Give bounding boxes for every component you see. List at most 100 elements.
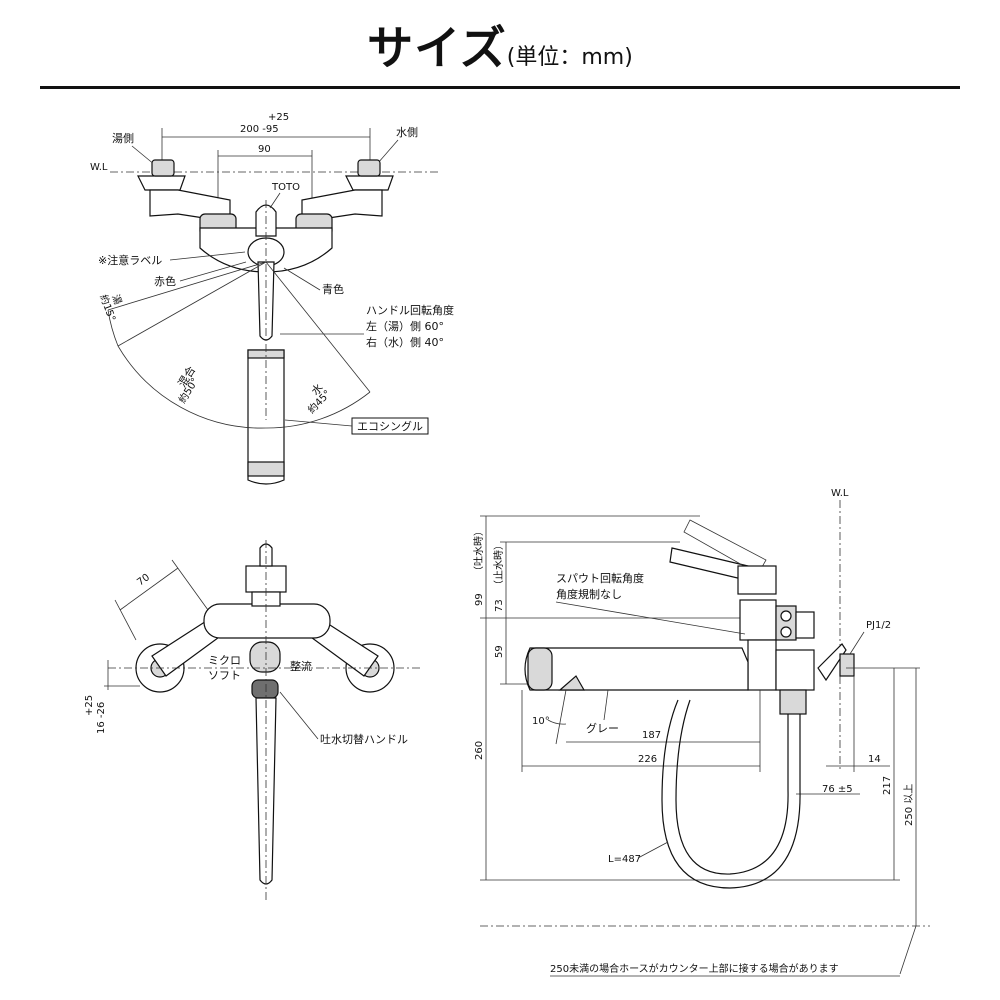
water-limit-line	[265, 261, 371, 393]
water-side-label: 水側	[396, 126, 418, 139]
spray-head	[249, 641, 281, 673]
angle-10: 10°	[532, 716, 550, 727]
hot-angle-arc	[107, 309, 119, 347]
spout-rotation-b: 角度規制なし	[556, 587, 622, 601]
side-spray-head	[527, 647, 553, 691]
tol-value: 16 -26	[96, 702, 107, 734]
dim-187: 187	[642, 730, 661, 741]
side-lower-body	[747, 639, 777, 691]
left-angle-label: 左（湯）側 60°	[366, 320, 444, 333]
top-lever-tip	[259, 543, 273, 567]
front-view: W.L +25 200 -95 90 湯側 水側 TOTO	[90, 112, 454, 485]
side-connector	[795, 611, 815, 639]
caution-label: ※注意ラベル	[98, 253, 162, 267]
angle-10-arc	[547, 719, 567, 725]
note-text: 250未満の場合ホースがカウンター上部に接する場合があります	[550, 962, 839, 975]
side-view: W.L 99 （吐水時） 73 （止水時） 59 PJ1/2	[473, 488, 930, 977]
dim-70: 70	[135, 572, 152, 588]
title-unit: (単位：mm)	[506, 45, 633, 70]
side-union-dot-a	[780, 610, 792, 622]
pj-label: PJ1/2	[866, 620, 891, 631]
dim-73: 73	[494, 599, 505, 612]
gray-label: グレー	[586, 721, 619, 735]
dim-70-ext-a	[114, 599, 137, 641]
gray-leader	[603, 689, 609, 721]
side-wall-flange	[817, 643, 847, 682]
pj-leader	[849, 631, 865, 655]
hot-side-leader	[131, 145, 156, 166]
dim-217: 217	[882, 776, 893, 795]
title-rule	[40, 86, 960, 89]
left-eccentric-nut	[151, 159, 175, 177]
blue-label: 青色	[322, 282, 344, 296]
dim-top: 200 -95	[240, 124, 279, 135]
side-valve-body	[739, 599, 777, 641]
brand-leader	[269, 192, 281, 209]
spout-rotation-a: スパウト回転角度	[556, 571, 644, 585]
dim-99-note: （吐水時）	[473, 526, 485, 576]
top-body	[203, 603, 331, 639]
hose-inner	[661, 699, 801, 889]
dim-59: 59	[494, 645, 505, 658]
water-side-leader	[377, 139, 399, 164]
angle-10-line	[555, 689, 567, 745]
note-leader	[899, 925, 917, 975]
hot-limit-line	[107, 261, 267, 311]
dim-226: 226	[638, 754, 657, 765]
hose-length-leader	[637, 841, 669, 859]
hose-length: L=487	[608, 854, 641, 865]
dim-260: 260	[474, 741, 485, 760]
red-leader	[179, 261, 247, 282]
side-union-dot-b	[780, 626, 792, 638]
switch-handle-label: 吐水切替ハンドル	[320, 732, 408, 746]
right-eccentric-nut	[357, 159, 381, 177]
dim-76: 76 ±5	[822, 784, 853, 795]
side-lever	[669, 547, 749, 581]
side-lever-base	[737, 565, 777, 595]
dim-90: 90	[258, 144, 271, 155]
spout-rotation-leader	[555, 601, 746, 635]
eco-single-label: エコシングル	[357, 419, 423, 433]
blue-leader	[283, 267, 321, 291]
spout-tip	[247, 461, 285, 477]
side-spout	[524, 647, 749, 691]
micro-a: ミクロ	[208, 654, 241, 667]
eco-single-leader	[284, 419, 353, 427]
straight-label: 整流	[290, 659, 312, 673]
dim-73-note: （止水時）	[493, 540, 505, 590]
right-angle-label: 右（水）側 40°	[366, 335, 444, 349]
left-wall-flange	[137, 175, 186, 191]
switch-knob	[251, 679, 279, 699]
side-elbow	[775, 649, 815, 691]
front-wl-label: W.L	[90, 162, 108, 173]
side-gray-button	[558, 675, 586, 691]
brand-label: TOTO	[271, 182, 300, 193]
title-main: サイズ	[367, 21, 507, 75]
hot-angle-a: 湯	[109, 293, 125, 307]
hose-outer	[675, 699, 789, 875]
right-wall-flange	[345, 175, 394, 191]
switch-handle-leader	[279, 691, 319, 740]
micro-b: ソフト	[208, 669, 241, 682]
mix-angle-arc	[117, 345, 267, 429]
dim-99: 99	[474, 593, 485, 606]
side-pj-nut	[839, 653, 855, 677]
dim-70-line	[119, 567, 179, 611]
dim-250: 250 以上	[903, 784, 915, 826]
hot-side-label: 湯側	[112, 132, 134, 145]
top-view: 70 ミクロ ソフト 整流 +25 16 -26 吐水切替ハンドル	[84, 540, 420, 900]
handle-angle-label: ハンドル回転角度	[366, 303, 454, 317]
water-angle-arc	[265, 391, 371, 429]
dim-top-plus: +25	[268, 112, 289, 123]
tol-plus: +25	[84, 695, 95, 716]
page-title: サイズ(単位：mm)	[0, 12, 1000, 78]
spout-pipe	[247, 349, 285, 485]
mix-limit-line	[117, 261, 267, 347]
side-wl-label: W.L	[831, 488, 849, 499]
dim-14: 14	[868, 754, 881, 765]
side-hose-nut	[779, 689, 807, 715]
caution-leader	[169, 251, 246, 261]
dim-70-ext-b	[171, 559, 209, 611]
red-label: 赤色	[154, 274, 176, 288]
